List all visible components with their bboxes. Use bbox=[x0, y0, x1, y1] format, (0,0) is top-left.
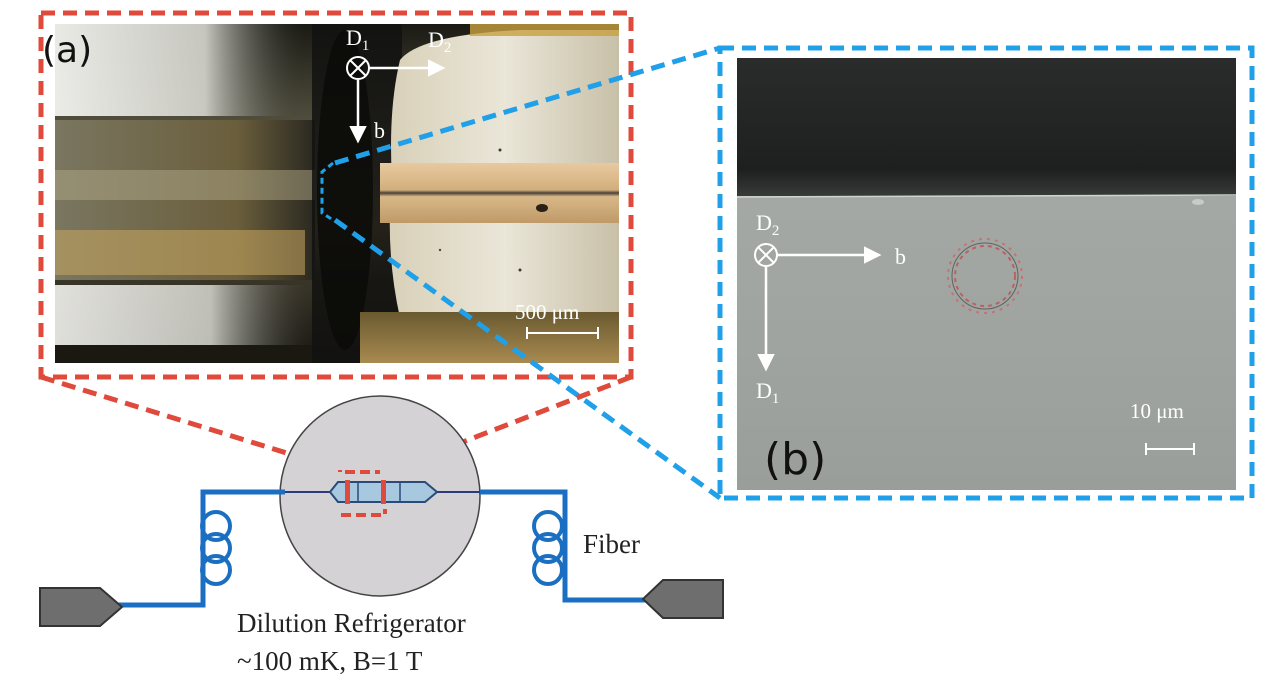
fiber-coil-left bbox=[200, 510, 232, 586]
panel-b-axes: D2 b D1 bbox=[754, 210, 906, 407]
setup-schematic: Fiber Dilution Refrigerator ~100 mK, B=1… bbox=[39, 374, 724, 676]
axis-into-subscript: 1 bbox=[362, 38, 370, 54]
panel-a: (a) D1 D2 b 500 μm bbox=[38, 10, 634, 380]
defect-ring bbox=[947, 238, 1023, 314]
fiber-right bbox=[435, 489, 648, 603]
sample-holder bbox=[328, 470, 439, 517]
panel-a-micrograph bbox=[55, 24, 619, 363]
fiber-label: Fiber bbox=[583, 529, 640, 559]
axis-down-subscript: 1 bbox=[772, 391, 780, 407]
panel-b: (b) D2 b D1 10 μm bbox=[717, 45, 1255, 501]
panel-a-label: (a) bbox=[42, 30, 92, 71]
panel-b-scale-label: 10 μm bbox=[1130, 399, 1184, 423]
panel-a-axes: D1 D2 b bbox=[346, 25, 451, 144]
panel-b-label: (b) bbox=[764, 434, 826, 485]
panel-b-scale-bar: 10 μm bbox=[1130, 399, 1195, 455]
axis-down-label: D bbox=[756, 378, 772, 403]
panel-a-frame bbox=[38, 10, 634, 380]
axis-right-label: D bbox=[428, 27, 444, 52]
fiber-coil-right bbox=[532, 510, 564, 586]
axis-down-label: b bbox=[374, 118, 385, 143]
axis-right-label: b bbox=[895, 244, 906, 269]
fridge-label-line2: ~100 mK, B=1 T bbox=[237, 646, 423, 676]
axis-into-subscript: 2 bbox=[772, 223, 780, 239]
panel-a-scale-label: 500 μm bbox=[515, 300, 579, 324]
connector-right bbox=[641, 579, 724, 619]
svg-text:D2: D2 bbox=[428, 27, 451, 56]
axis-right-subscript: 2 bbox=[444, 40, 452, 56]
svg-text:D1: D1 bbox=[346, 25, 369, 54]
axis-into-label: D bbox=[346, 25, 362, 50]
zoom-lines-blue bbox=[333, 45, 722, 501]
fridge-label-line1: Dilution Refrigerator bbox=[237, 608, 466, 638]
panel-a-zoom-region bbox=[320, 161, 334, 222]
panel-b-micrograph bbox=[737, 58, 1236, 490]
panel-b-frame bbox=[717, 45, 1255, 501]
connector-left bbox=[39, 587, 124, 627]
panel-a-scale-bar: 500 μm bbox=[515, 300, 599, 339]
svg-text:D1: D1 bbox=[756, 378, 779, 407]
svg-text:D2: D2 bbox=[756, 210, 779, 239]
axis-into-label: D bbox=[756, 210, 772, 235]
